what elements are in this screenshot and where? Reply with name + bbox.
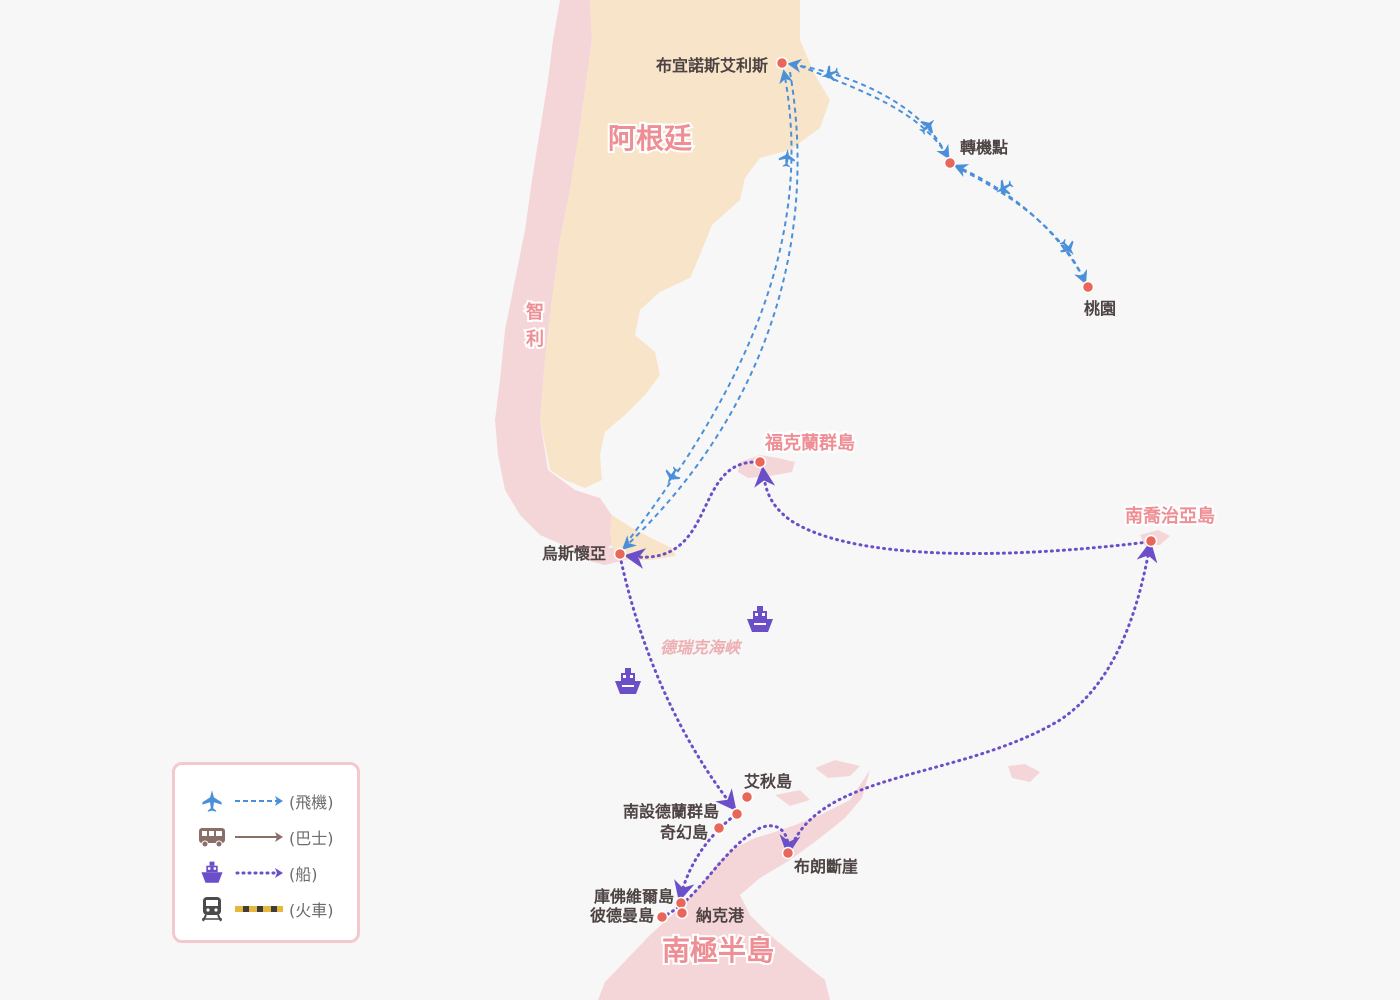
legend-ship-label: (船) (289, 865, 318, 884)
petermann-label: 彼德曼島 (590, 906, 654, 925)
marker-buenos-aires (775, 56, 789, 70)
brown-bluff-label: 布朗斷崖 (794, 857, 858, 876)
marker-aitcho (740, 790, 754, 804)
legend-row-plane: (飛機) (197, 786, 334, 816)
bus-icon (197, 822, 227, 852)
legend-row-bus: (巴士) (197, 822, 334, 852)
flight-line-sample (235, 796, 283, 806)
falklands-label: 福克蘭群島 (764, 432, 855, 454)
drake-passage-label: 德瑞克海峽 (660, 638, 743, 657)
south-georgia-label: 南喬治亞島 (1125, 505, 1215, 527)
chile-land (495, 0, 620, 552)
ship-icon (197, 858, 227, 888)
bus-line-sample (235, 832, 283, 842)
falklands-land (738, 455, 795, 478)
ship-ushuaia-shetland (618, 554, 737, 812)
ship-southgeorgia-falklands (754, 465, 1150, 556)
ship-falklands-ushuaia (623, 460, 760, 569)
aitcho-label: 艾秋島 (744, 772, 792, 791)
chile-label-1: 智 (526, 301, 544, 323)
chile-label-2: 利 (526, 328, 544, 350)
deception-label: 奇幻島 (660, 823, 708, 842)
antarctic-peninsula-label: 南極半島 (662, 934, 774, 967)
legend: (飛機) (巴士) (172, 762, 360, 943)
marker-south-georgia (1144, 534, 1158, 548)
marker-brown-bluff (781, 846, 795, 860)
buenos-aires-label: 布宜諾斯艾利斯 (656, 56, 768, 75)
taoyuan-label: 桃園 (1084, 299, 1116, 318)
marker-petermann (655, 910, 669, 924)
argentina-label: 阿根廷 (608, 122, 692, 155)
legend-bus-label: (巴士) (289, 829, 334, 848)
marker-transfer (943, 156, 957, 170)
argentina-land (540, 0, 830, 488)
ushuaia-label: 烏斯懷亞 (542, 544, 606, 563)
cuverville-label: 庫佛維爾島 (594, 887, 674, 906)
legend-row-train: (火車) (197, 894, 334, 924)
plane-icon (197, 786, 227, 816)
plane-icon (1056, 235, 1080, 261)
marker-ushuaia (613, 547, 627, 561)
transfer-label: 轉機點 (960, 138, 1008, 157)
flight-buenosaires-transfer (799, 65, 950, 160)
flight-ushuaia-buenosaires (624, 69, 793, 546)
ship-line-sample (235, 868, 283, 878)
flight-transfer-taoyuan (961, 169, 1088, 285)
neko-label: 納克港 (696, 906, 745, 925)
ship-icon (615, 668, 641, 694)
flight-buenosaires-ushuaia (621, 71, 799, 550)
marker-taoyuan (1081, 280, 1095, 294)
marker-neko (675, 906, 689, 920)
ship-petermann-brownbluff (660, 824, 801, 919)
plane-icon (915, 113, 941, 139)
legend-train-label: (火車) (289, 901, 334, 920)
flight-taoyuan-transfer (953, 164, 1089, 288)
south-shetland-label: 南設德蘭群島 (623, 802, 719, 821)
ship-brownbluff-southgeorgia (788, 540, 1158, 852)
marker-deception (712, 821, 726, 835)
train-icon (197, 894, 227, 924)
legend-row-ship: (船) (197, 858, 318, 888)
train-line-sample (235, 906, 283, 912)
marker-falklands (753, 455, 767, 469)
marker-south-shetland (730, 807, 744, 821)
ship-shetland-cuverville (674, 813, 737, 903)
legend-plane-label: (飛機) (289, 793, 334, 812)
ship-icon (747, 606, 773, 632)
place-markers (613, 56, 1158, 924)
